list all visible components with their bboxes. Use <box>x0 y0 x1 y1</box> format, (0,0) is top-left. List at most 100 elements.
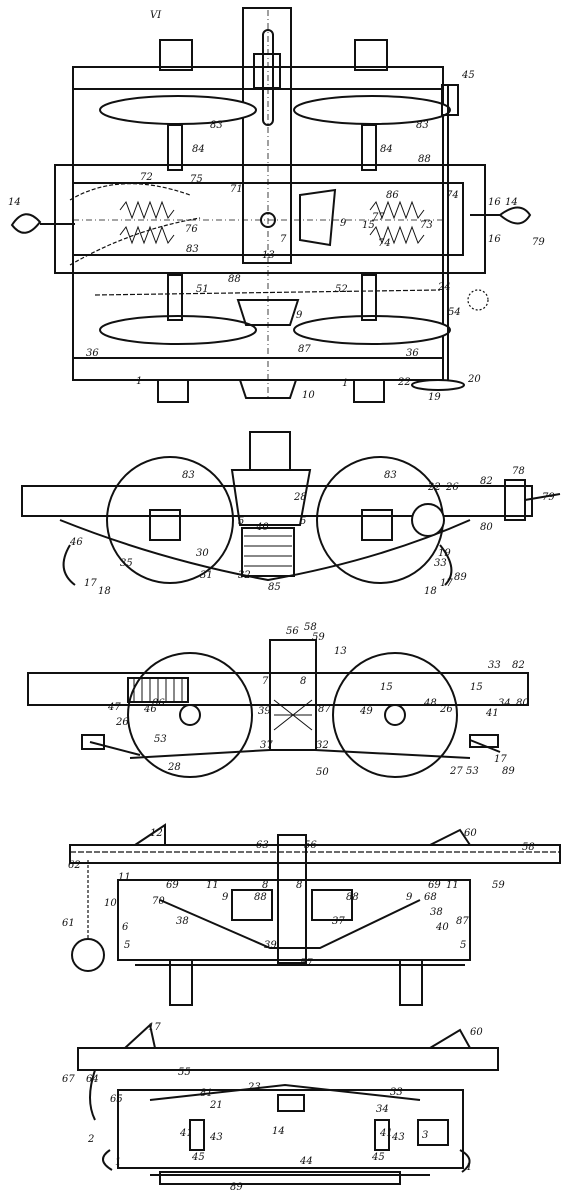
axle-box-bottom-right <box>353 379 385 403</box>
spring-left <box>119 200 175 245</box>
bolster <box>230 469 312 526</box>
reference-numeral: 45 <box>461 70 475 81</box>
reference-numeral: 59 <box>492 880 505 891</box>
reference-numeral: 5 <box>300 516 306 527</box>
spring-pack <box>273 699 313 731</box>
reference-numeral: 63 <box>256 840 269 851</box>
reference-numeral: 31 <box>200 570 213 581</box>
bracket-60 <box>429 828 471 846</box>
bracket-12 <box>134 823 166 846</box>
reference-numeral: 19 <box>438 548 451 559</box>
end-1-left <box>102 1149 113 1171</box>
reference-numeral: 26 <box>439 704 453 715</box>
reference-numeral: 40 <box>255 522 269 533</box>
reference-numeral: 14 <box>8 197 21 208</box>
reference-numeral: 69 <box>166 880 179 891</box>
reference-numeral: 11 <box>206 880 219 891</box>
reference-numeral: 36 <box>406 348 419 359</box>
reference-numeral: 9 <box>340 218 347 229</box>
leg-right <box>399 959 423 1006</box>
post-block <box>253 53 281 89</box>
reference-numeral: 18 <box>424 586 437 597</box>
reference-numeral: 54 <box>448 307 461 318</box>
box-88-right <box>311 889 353 921</box>
center-casting <box>269 639 317 751</box>
reference-numeral: 88 <box>254 892 267 903</box>
reference-numeral: 14 <box>272 1126 285 1137</box>
reference-numeral: 5 <box>238 516 244 527</box>
reference-numeral: 16 <box>488 197 501 208</box>
reference-numeral: 88 <box>346 892 359 903</box>
reference-numeral: 37 <box>260 740 273 751</box>
reference-numeral: 33 <box>390 1087 403 1098</box>
truck-body <box>117 879 471 961</box>
reference-numeral: 57 <box>300 958 313 969</box>
brace-33 <box>149 1083 421 1101</box>
reference-numeral: 58 <box>304 622 317 633</box>
brake-cylinder <box>81 734 105 750</box>
hub-left <box>179 704 201 726</box>
reference-numeral: 82 <box>512 660 525 671</box>
reference-numeral: 33 <box>488 660 501 671</box>
reference-numeral: 18 <box>98 586 111 597</box>
reference-numeral: 13 <box>262 250 275 261</box>
coupler-right <box>498 206 532 225</box>
reference-numeral: 9 <box>222 892 229 903</box>
reference-numeral: 77 <box>372 212 385 223</box>
reference-numeral: 88 <box>228 274 241 285</box>
reference-numeral: 16 <box>488 234 501 245</box>
reference-numeral: 1 <box>115 1157 121 1168</box>
reference-numeral: 83 <box>186 244 199 255</box>
reference-numeral: 83 <box>384 470 397 481</box>
reference-numeral: 79 <box>532 237 545 248</box>
reference-numeral: 86 <box>152 698 165 709</box>
reference-numeral: 60 <box>470 1027 483 1038</box>
upper-beam <box>77 1047 499 1071</box>
box-88-left <box>231 889 273 921</box>
frame-bottom-rail <box>72 357 444 381</box>
reference-numeral: 28 <box>293 492 307 503</box>
reference-numeral: 45 <box>371 1152 385 1163</box>
end-1-right <box>459 1149 471 1173</box>
reference-numeral: 36 <box>86 348 99 359</box>
reference-numeral: 37 <box>332 916 345 927</box>
center-plate <box>277 1094 305 1112</box>
axle-bottom-right <box>361 274 377 321</box>
reference-numeral: 5 <box>460 940 466 951</box>
bolster-frame <box>54 164 486 274</box>
reference-numeral: 86 <box>386 190 399 201</box>
brake-head <box>441 84 459 116</box>
reference-numeral: 84 <box>192 144 205 155</box>
reference-numeral: 19 <box>428 392 441 403</box>
post-slot <box>262 29 274 126</box>
reference-numeral: 49 <box>359 706 373 717</box>
reference-numeral: 87 <box>318 704 331 715</box>
side-sill <box>27 672 529 706</box>
reference-numeral: 27 <box>449 766 463 777</box>
reference-numeral: 65 <box>110 1094 123 1105</box>
pivot-post <box>242 7 292 264</box>
reference-numeral: 75 <box>190 174 203 185</box>
reference-numeral: 51 <box>196 284 209 295</box>
reference-numeral: 47 <box>107 702 121 713</box>
reference-numeral: 85 <box>268 582 281 593</box>
reference-numeral: 17 <box>84 578 97 589</box>
reference-numeral: 26 <box>115 717 129 728</box>
reference-numeral: 83 <box>416 120 429 131</box>
reference-numeral: 43 <box>209 1132 223 1143</box>
reference-numeral: 22 <box>427 482 441 493</box>
reference-numeral: 56 <box>304 840 317 851</box>
chain-52 <box>94 289 441 296</box>
reference-numeral: 32 <box>316 740 329 751</box>
reference-numeral: 8 <box>300 676 306 687</box>
reference-numeral: 39 <box>258 706 271 717</box>
axle-top-left <box>167 124 183 171</box>
reference-numeral: 9 <box>296 310 303 321</box>
reference-numeral: 24 <box>437 282 451 293</box>
hook-64 <box>89 1069 96 1121</box>
brake-rod <box>129 749 471 759</box>
brake-shoe-left <box>62 544 76 586</box>
reference-numeral: 64 <box>86 1074 99 1085</box>
